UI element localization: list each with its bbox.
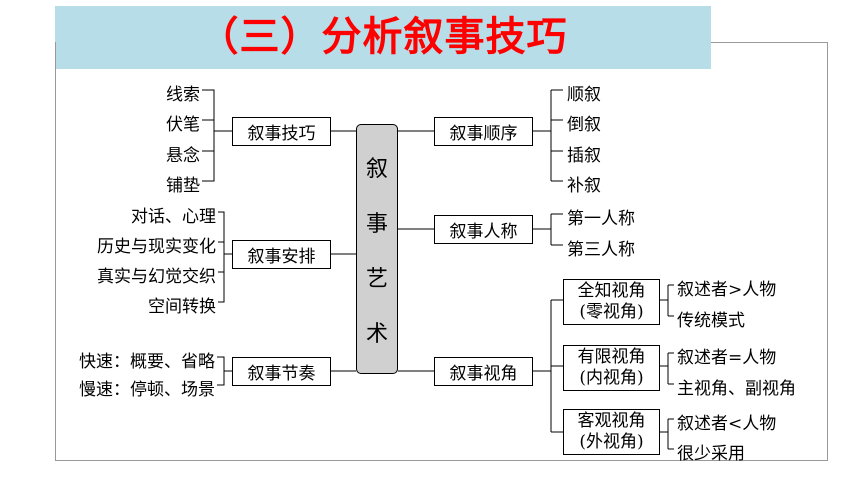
leaf-node: 慢速：停顿、场景 xyxy=(79,380,215,400)
sub-node: 客观视角 (外视角) xyxy=(563,409,660,455)
leaf-node: 倒叙 xyxy=(567,115,601,135)
branch-node: 叙事安排 xyxy=(232,240,331,269)
sub-node-alt: (内视角) xyxy=(579,368,644,388)
leaf-node: 补叙 xyxy=(567,176,601,196)
sub-node-name: 客观视角 xyxy=(577,411,646,431)
sub-node-name: 全知视角 xyxy=(577,281,646,301)
branch-node: 叙事技巧 xyxy=(232,117,331,146)
diagram-frame xyxy=(55,42,828,461)
leaf-node: 空间转换 xyxy=(148,297,216,317)
center-char: 艺 xyxy=(365,266,388,292)
center-char: 术 xyxy=(365,321,388,347)
leaf-node: 叙述者=人物 xyxy=(677,348,777,368)
leaf-node: 叙述者>人物 xyxy=(677,280,777,300)
leaf-node: 很少采用 xyxy=(677,444,745,464)
title-banner: （三）分析叙事技巧 xyxy=(55,6,711,69)
leaf-node: 第三人称 xyxy=(567,240,635,260)
branch-node: 叙事人称 xyxy=(434,215,533,244)
branch-node: 叙事节奏 xyxy=(232,357,331,386)
sub-node-name: 有限视角 xyxy=(577,347,646,367)
leaf-node: 快速：概要、省略 xyxy=(79,352,215,372)
branch-node: 叙事顺序 xyxy=(434,117,533,146)
leaf-node: 叙述者<人物 xyxy=(677,414,777,434)
leaf-node: 线索 xyxy=(166,85,200,105)
center-node-narrative-art: 叙 事 艺 术 xyxy=(356,124,398,374)
leaf-node: 伏笔 xyxy=(166,115,200,135)
leaf-node: 真实与幻觉交织 xyxy=(97,267,216,287)
sub-node-alt: (外视角) xyxy=(579,432,644,452)
sub-node-alt: (零视角) xyxy=(579,302,644,322)
sub-node: 全知视角 (零视角) xyxy=(563,279,660,325)
leaf-node: 铺垫 xyxy=(166,176,200,196)
leaf-node: 悬念 xyxy=(166,146,200,166)
leaf-node: 顺叙 xyxy=(567,85,601,105)
leaf-node: 历史与现实变化 xyxy=(97,237,216,257)
center-char: 叙 xyxy=(365,156,388,182)
diagram-frame-top-edge xyxy=(711,42,827,43)
sub-node: 有限视角 (内视角) xyxy=(563,345,660,391)
leaf-node: 插叙 xyxy=(567,146,601,166)
page-title: （三）分析叙事技巧 xyxy=(198,14,568,60)
branch-node: 叙事视角 xyxy=(434,357,533,386)
leaf-node: 传统模式 xyxy=(677,311,745,331)
leaf-node: 主视角、副视角 xyxy=(677,379,796,399)
leaf-node: 第一人称 xyxy=(567,209,635,229)
center-char: 事 xyxy=(365,211,388,237)
leaf-node: 对话、心理 xyxy=(131,207,216,227)
